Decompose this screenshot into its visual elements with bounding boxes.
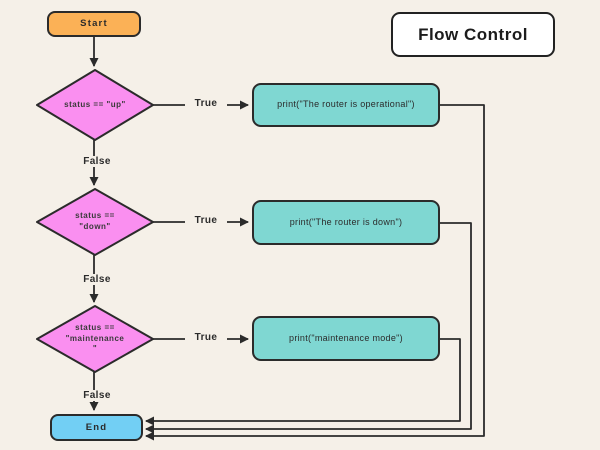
edge-label-false-1: False xyxy=(75,156,119,167)
process1-node: print("The router is operational") xyxy=(252,83,440,127)
edge-label-true-3: True xyxy=(185,332,227,343)
start-node-label: Start xyxy=(80,18,108,30)
edge-label-false-2: False xyxy=(75,274,119,285)
decision1-label: status == "up" xyxy=(64,99,126,109)
edge-label-true-2: True xyxy=(185,215,227,226)
edge-label-false-3: False xyxy=(75,390,119,401)
start-node: Start xyxy=(47,11,141,37)
decision3-label: status == "maintenance " xyxy=(65,322,125,354)
edge-process3-to-end xyxy=(145,338,461,426)
decision2-diamond xyxy=(36,188,154,256)
end-node: End xyxy=(50,414,143,441)
edge-process2-to-end xyxy=(145,222,472,434)
decision2-label: status == "down" xyxy=(75,211,115,231)
process2-node: print("The router is down") xyxy=(252,200,440,245)
process2-label: print("The router is down") xyxy=(289,216,403,227)
diagram-title-label: Flow Control xyxy=(418,24,528,44)
process3-node: print("maintenance mode") xyxy=(252,316,440,361)
decision3-diamond xyxy=(36,305,154,373)
process1-label: print("The router is operational") xyxy=(277,99,415,110)
diagram-title: Flow Control xyxy=(391,12,555,57)
edge-process1-to-end xyxy=(145,104,485,441)
process3-label: print("maintenance mode") xyxy=(289,332,403,343)
end-node-label: End xyxy=(85,421,108,433)
edge-label-true-1: True xyxy=(185,98,227,109)
decision1-diamond xyxy=(36,69,154,141)
